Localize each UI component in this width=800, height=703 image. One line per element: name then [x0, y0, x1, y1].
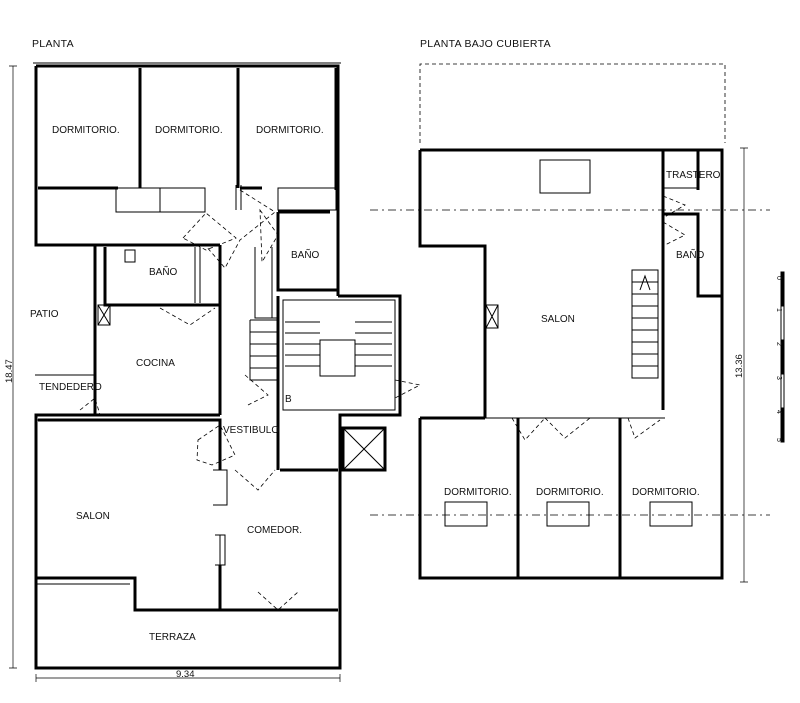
label-cubierta-bano: BAÑO — [676, 248, 705, 261]
label-cubierta-dormitorio-3: DORMITORIO. — [632, 487, 700, 498]
label-planta-terraza: TERRAZA — [149, 632, 196, 643]
cubierta-dimension-line — [740, 147, 748, 583]
label-cubierta-salon: SALON — [541, 314, 575, 325]
dimension-planta-width: 9.34 — [176, 669, 195, 680]
label-planta-vestibulo: VESTIBULO — [223, 425, 279, 436]
label-planta-bano-1: BAÑO — [149, 265, 178, 278]
title-planta: PLANTA — [32, 38, 74, 50]
scale-tick-4: 4 — [775, 410, 782, 414]
scale-tick-0: 0 — [775, 276, 782, 280]
label-cubierta-dormitorio-2: DORMITORIO. — [536, 487, 604, 498]
planta-plan — [33, 62, 422, 670]
dimension-cubierta-height: 13.36 — [734, 354, 745, 378]
label-planta-bano-2: BAÑO — [291, 248, 320, 261]
label-cubierta-trastero: TRASTERO — [666, 170, 721, 181]
label-planta-salon: SALON — [76, 511, 110, 522]
scale-tick-2: 2 — [775, 342, 782, 346]
label-cubierta-dormitorio-1: DORMITORIO. — [444, 487, 512, 498]
label-planta-cocina: COCINA — [136, 358, 175, 369]
label-planta-tendedero: TENDEDERO — [39, 382, 102, 393]
cubierta-plan — [370, 63, 770, 580]
label-planta-comedor: COMEDOR. — [247, 525, 302, 536]
title-planta-bajo-cubierta: PLANTA BAJO CUBIERTA — [420, 38, 551, 50]
dimension-planta-height: 18.47 — [4, 359, 15, 383]
scale-tick-3: 3 — [775, 376, 782, 380]
label-planta-dormitorio-1: DORMITORIO. — [52, 125, 120, 136]
scale-tick-1: 1 — [775, 308, 782, 312]
label-planta-dormitorio-3: DORMITORIO. — [256, 125, 324, 136]
label-planta-stair-mark: B — [285, 394, 292, 405]
label-planta-patio: PATIO — [30, 309, 59, 320]
planta-dimension-lines — [9, 65, 341, 682]
label-planta-dormitorio-2: DORMITORIO. — [155, 125, 223, 136]
scale-tick-5: 5 — [775, 438, 782, 442]
scale-bar — [780, 271, 785, 443]
